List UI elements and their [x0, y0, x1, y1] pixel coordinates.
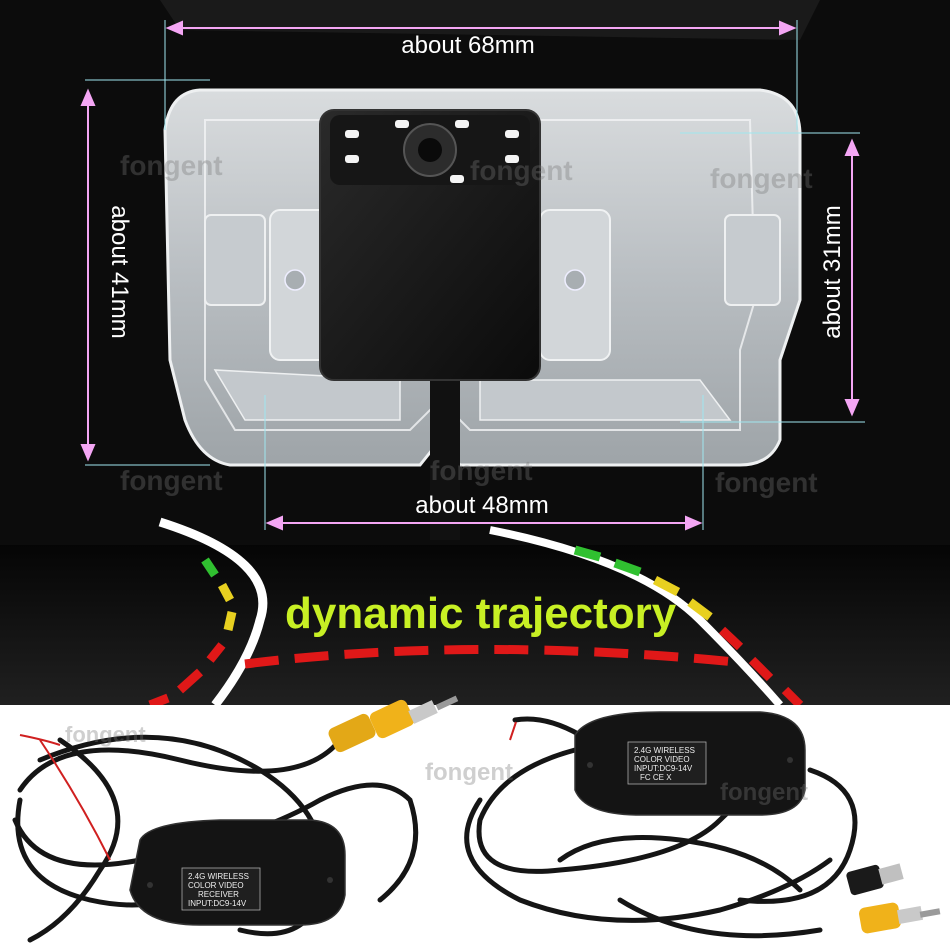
road-line-right	[489, 526, 784, 708]
led-light	[505, 155, 519, 163]
dimension-guides	[85, 20, 865, 530]
background-shadow	[160, 0, 820, 40]
red-wire	[509, 721, 517, 741]
road-line-left	[158, 517, 268, 708]
watermark: fongent	[65, 722, 146, 747]
watermark: fongent	[710, 163, 813, 194]
watermark: fongent	[120, 150, 223, 181]
dimension-right-height: about 31mm	[819, 205, 846, 338]
dimension-left-height: about 41mm	[106, 205, 133, 338]
red-wire	[19, 734, 61, 746]
trajectory-strip: dynamic trajectory	[0, 517, 950, 710]
watermark: fongent	[720, 779, 808, 806]
wireless-receiver: 2.4G WIRELESS COLOR VIDEO RECEIVER INPUT…	[129, 819, 346, 926]
watermark: fongent	[120, 465, 223, 496]
trajectory-guide-lines	[148, 545, 804, 710]
watermark: fongent	[470, 155, 573, 186]
led-light	[450, 175, 464, 183]
transmitter-cables	[464, 716, 858, 939]
transmitter-label-line: FC CE X	[640, 773, 672, 782]
dimension-arrows	[80, 20, 860, 531]
receiver-label-line: RECEIVER	[198, 890, 239, 899]
receiver-label-line: 2.4G WIRELESS	[188, 872, 249, 881]
led-light	[505, 130, 519, 138]
power-connector	[846, 863, 904, 896]
camera-body	[319, 109, 541, 540]
watermark: fongent	[425, 759, 513, 786]
led-light	[345, 155, 359, 163]
transmitter-label-line: 2.4G WIRELESS	[634, 746, 695, 755]
watermark: fongent	[430, 455, 533, 486]
trajectory-label: dynamic trajectory	[285, 589, 677, 638]
transmitter-label-line: COLOR VIDEO	[634, 755, 690, 764]
receiver-label-line: INPUT:DC9-14V	[188, 899, 247, 908]
rca-plug-yellow	[328, 695, 459, 753]
dimension-bottom-width: about 48mm	[415, 492, 548, 519]
led-light	[395, 120, 409, 128]
wireless-transmitter: 2.4G WIRELESS COLOR VIDEO INPUT:DC9-14V …	[574, 711, 806, 816]
receiver-label-line: COLOR VIDEO	[188, 881, 244, 890]
rca-plug-yellow	[858, 902, 941, 934]
transmitter-label-line: INPUT:DC9-14V	[634, 764, 693, 773]
led-light	[345, 130, 359, 138]
receiver-cables	[12, 734, 419, 943]
led-light	[455, 120, 469, 128]
red-wire	[39, 739, 111, 861]
dimension-top-width: about 68mm	[401, 32, 534, 59]
watermark: fongent	[715, 467, 818, 498]
